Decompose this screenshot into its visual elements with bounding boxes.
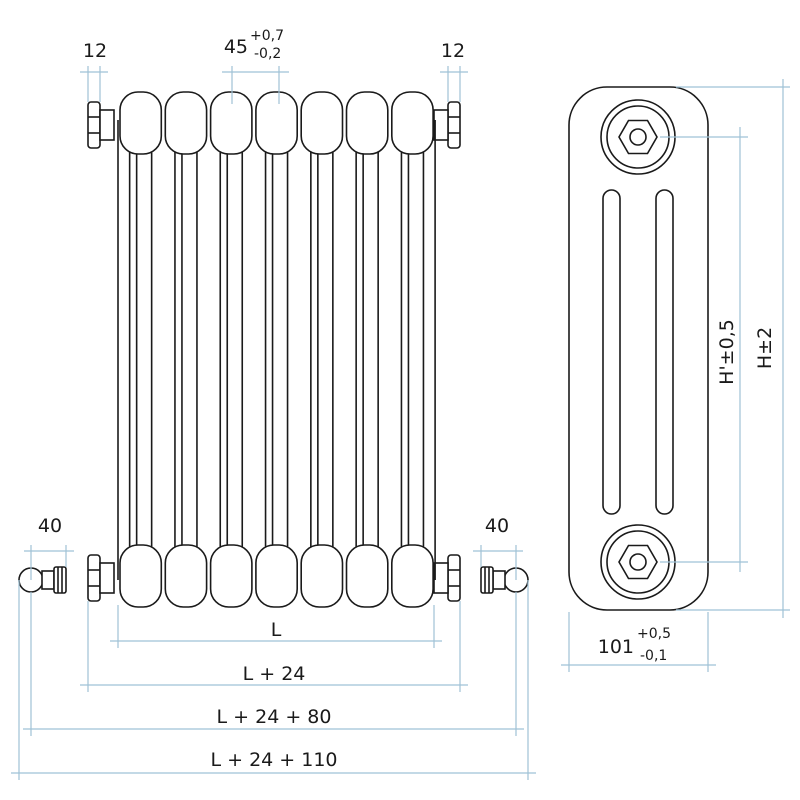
section-top-header: [300, 91, 344, 155]
dim-12-left-label: 12: [83, 40, 107, 62]
dim-L24-80-label: L + 24 + 80: [217, 706, 332, 728]
section-column: [219, 129, 244, 561]
dim-40-right: 40: [473, 515, 523, 580]
top-right-plug: [433, 101, 461, 149]
section-bottom-header: [209, 544, 253, 608]
section-top-header: [209, 91, 253, 155]
dim-40-left: 40: [24, 515, 74, 580]
top-connection-hexnut: [600, 99, 676, 175]
dim-axis-height: H'±0,5: [660, 127, 748, 572]
section-top-header: [345, 91, 389, 155]
section-top-header: [164, 91, 208, 155]
dim-depth-plus-label: +0,5: [637, 626, 671, 642]
dim-total-height-label: H±2: [754, 327, 776, 369]
section-bottom-header: [119, 544, 163, 608]
dim-L-plus-24-plus-110: L + 24 + 110: [11, 580, 536, 780]
bottom-right-plug: [433, 554, 461, 602]
section-column: [355, 129, 379, 561]
section-column: [400, 129, 425, 561]
dim-pitch-plus-label: +0,7: [250, 28, 284, 44]
section-column: [310, 129, 334, 561]
dim-total-height: H±2: [676, 79, 790, 618]
dim-depth-main-label: 101: [598, 636, 634, 658]
section-column: [174, 129, 198, 561]
section-bottom-header: [345, 544, 389, 608]
dim-L-plus-24: L + 24: [80, 601, 468, 692]
dim-L: L: [110, 605, 442, 648]
dim-axis-height-label: H'±0,5: [716, 319, 738, 385]
bottom-connection-hexnut: [600, 524, 676, 600]
dim-L-label: L: [271, 619, 282, 641]
section-bottom-header: [390, 544, 434, 608]
dim-depth-minus-label: -0,1: [640, 648, 667, 664]
section-bottom-header: [164, 544, 208, 608]
dim-40-right-label: 40: [485, 515, 509, 537]
dim-40-left-label: 40: [38, 515, 62, 537]
section-column: [128, 129, 153, 561]
dim-pitch-main-label: 45: [224, 36, 248, 58]
section-top-header: [255, 91, 298, 155]
dim-section-pitch: 45 +0,7 -0,2: [222, 28, 289, 104]
left-column-slot: [602, 189, 621, 515]
top-left-plug: [87, 101, 115, 149]
right-column-slot: [655, 189, 674, 515]
right-valve: [480, 566, 529, 594]
dim-L24-label: L + 24: [243, 663, 306, 685]
dim-pitch-minus-label: -0,2: [254, 46, 281, 62]
front-view: 12 12 45 +0,7 -0,2 40: [11, 28, 536, 780]
bottom-left-plug: [87, 554, 115, 602]
dim-12-right-label: 12: [441, 40, 465, 62]
section-top-header: [119, 91, 163, 155]
left-valve: [18, 566, 67, 594]
section-column: [264, 129, 289, 561]
dim-12-right: 12: [440, 40, 468, 102]
dim-L-plus-24-plus-80: L + 24 + 80: [23, 592, 524, 736]
dim-L24-110-label: L + 24 + 110: [210, 749, 337, 771]
section-bottom-header: [255, 544, 298, 608]
dim-depth: 101 +0,5 -0,1: [561, 612, 716, 672]
side-view: H'±0,5 H±2 101 +0,5 -0,1: [561, 79, 790, 672]
radiator-sections: [117, 91, 436, 608]
section-bottom-header: [300, 544, 344, 608]
section-top-header: [390, 91, 434, 155]
dim-12-left: 12: [80, 40, 108, 102]
